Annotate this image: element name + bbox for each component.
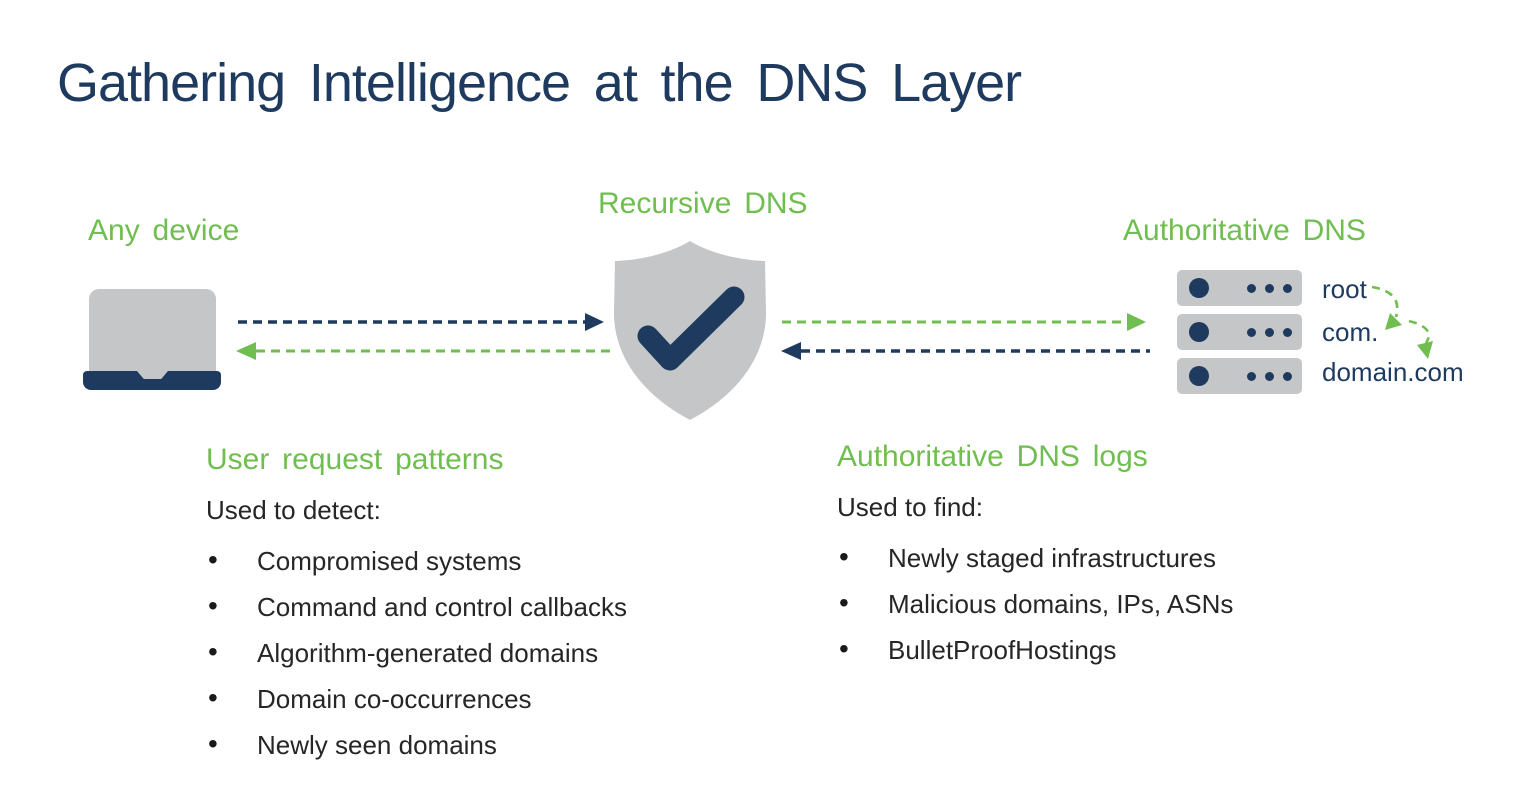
any-device-label: Any device [88,214,240,247]
bullet-item: Command and control callbacks [206,591,766,622]
server-dot-icon [1247,283,1256,293]
server-dot-icon [1265,371,1274,381]
bullet-item: BulletProofHostings [837,634,1397,665]
com-server-label: com. [1322,317,1379,347]
authoritative-dns-label: Authoritative DNS [1123,214,1366,247]
panel-intro: Used to detect: [206,495,381,525]
server-dot-icon [1247,327,1256,337]
com-to-domain-arrow [1408,319,1433,359]
server-led-icon [1189,322,1209,342]
server-dot-icon [1283,327,1292,337]
bullet-item: Malicious domains, IPs, ASNs [837,588,1397,619]
server-row-domain [1177,358,1302,394]
root-to-com-arrow [1371,285,1402,330]
recursive-query-arrow [782,313,1146,331]
server-led-icon [1189,278,1209,298]
server-dot-icon [1265,283,1274,293]
recursive-response-arrow [781,342,1150,360]
user-request-patterns-panel: User request patterns Used to detect: Co… [206,442,766,776]
server-dot-icon [1283,283,1292,293]
device-response-arrow [236,342,610,360]
bullet-item: Algorithm-generated domains [206,637,766,668]
server-dot-icon [1247,371,1256,381]
laptop-notch [137,371,168,379]
bullet-list: Newly staged infrastructuresMalicious do… [837,542,1397,665]
checkmark [637,286,745,371]
panel-heading: Authoritative DNS logs [837,440,1148,473]
server-row-com [1177,314,1302,350]
domain-server-label: domain.com [1322,357,1464,387]
page-title: Gathering Intelligence at the DNS Layer [57,53,1022,113]
bullet-item: Compromised systems [206,545,766,576]
bullet-item: Domain co-occurrences [206,683,766,714]
panel-heading: User request patterns [206,443,504,476]
laptop-base [83,371,221,390]
server-led-icon [1189,366,1209,386]
server-dot-icon [1265,327,1274,337]
bullet-item: Newly staged infrastructures [837,542,1397,573]
bullet-item: Newly seen domains [206,729,766,760]
recursive-dns-label: Recursive DNS [598,187,808,220]
authoritative-dns-logs-panel: Authoritative DNS logs Used to find: New… [837,439,1397,681]
device-query-arrow [238,313,604,331]
bullet-list: Compromised systemsCommand and control c… [206,545,766,760]
panel-intro: Used to find: [837,492,983,522]
root-server-label: root [1322,274,1367,304]
server-row-root [1177,270,1302,306]
laptop-screen [89,289,216,378]
server-dot-icon [1283,371,1292,381]
shield-check-icon [614,241,766,420]
